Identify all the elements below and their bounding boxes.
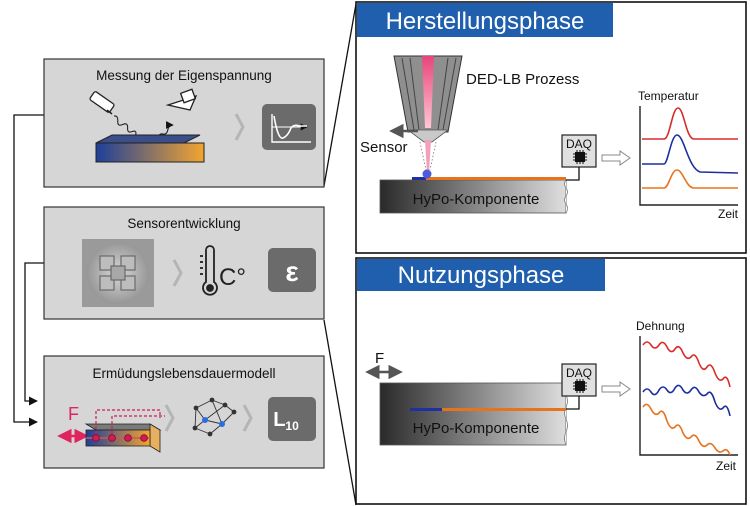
panel-sensor-development: Sensorentwicklung C° ε (43, 206, 325, 320)
strain-tile (268, 248, 316, 292)
daq-cable (566, 167, 580, 181)
temperature-xlabel: Zeit (718, 207, 739, 221)
chevron-right-icon (234, 113, 245, 141)
workpiece-block (95, 134, 205, 163)
thermometer-icon (200, 245, 218, 296)
hollow-arrow-icon (601, 381, 631, 397)
detector-icon (165, 88, 198, 111)
chevron-right-icon (164, 404, 175, 432)
sensor-label: Sensor (360, 139, 408, 156)
fatigue-model-title: Ermüdungslebensdauermodell (92, 366, 275, 381)
panel-residual-stress: Messung der Eigenspannung (43, 58, 325, 188)
temperature-unit-label: C° (219, 264, 246, 291)
temperature-curve-blue (642, 134, 739, 174)
sensor-chip-photo (82, 239, 154, 307)
hollow-arrow-icon (601, 150, 631, 166)
strain-symbol: ε (285, 256, 298, 287)
neural-network-icon (192, 397, 237, 437)
panel-usage: Nutzungsphase F HyPo-Komponente DAQ Dehn… (355, 257, 747, 505)
l10-main: L (273, 409, 285, 431)
usage-daq-label: DAQ (566, 366, 592, 380)
sensor-development-title: Sensorentwicklung (127, 216, 240, 231)
xray-source-icon (89, 91, 115, 115)
chevron-right-icon (242, 404, 253, 432)
strain-curve-blue (642, 384, 731, 417)
temperature-graph: Temperatur Zeit (638, 89, 739, 221)
temperature-curve-red (642, 107, 738, 140)
l10-label: L10 (273, 409, 299, 433)
strain-ylabel: Dehnung (636, 319, 685, 333)
manufacturing-title: Herstellungsphase (386, 8, 585, 35)
strain-curve-red (642, 341, 731, 388)
l10-sub: 10 (285, 419, 299, 433)
usage-daq (561, 363, 597, 397)
chevron-right-icon (172, 259, 183, 287)
process-label: DED-LB Prozess (466, 71, 579, 88)
residual-stress-title: Messung der Eigenspannung (96, 68, 272, 83)
manufacturing-component (379, 169, 568, 214)
l10-tile (268, 397, 316, 441)
deposition-nozzle (393, 55, 463, 173)
manufacturing-component-label: HyPo-Komponente (413, 191, 540, 208)
incident-beam (113, 115, 137, 137)
temperature-curve-orange (642, 169, 738, 189)
usage-header (357, 259, 605, 291)
strain-graph: Dehnung Zeit (636, 319, 738, 473)
usage-force-label: F (375, 350, 384, 367)
usage-component-label: HyPo-Komponente (413, 420, 540, 437)
temperature-ylabel: Temperatur (638, 89, 699, 103)
zoom-lines (323, 3, 357, 506)
fatigue-force-label: F (68, 404, 79, 424)
left-connector-lines (13, 114, 44, 427)
fatigue-specimen (84, 409, 165, 453)
strain-xlabel: Zeit (716, 459, 737, 473)
usage-component (379, 382, 568, 446)
manufacturing-daq-label: DAQ (566, 137, 592, 151)
usage-daq-cable (566, 396, 580, 410)
panel-manufacturing: Herstellungsphase DED-LB Prozess Sensor (355, 1, 747, 254)
panel-fatigue-model: Ermüdungslebensdauermodell F (43, 355, 325, 469)
strain-curve-orange (642, 403, 731, 456)
residual-stress-result-icon (262, 104, 316, 150)
manufacturing-header (357, 3, 613, 37)
usage-title: Nutzungsphase (398, 262, 565, 289)
